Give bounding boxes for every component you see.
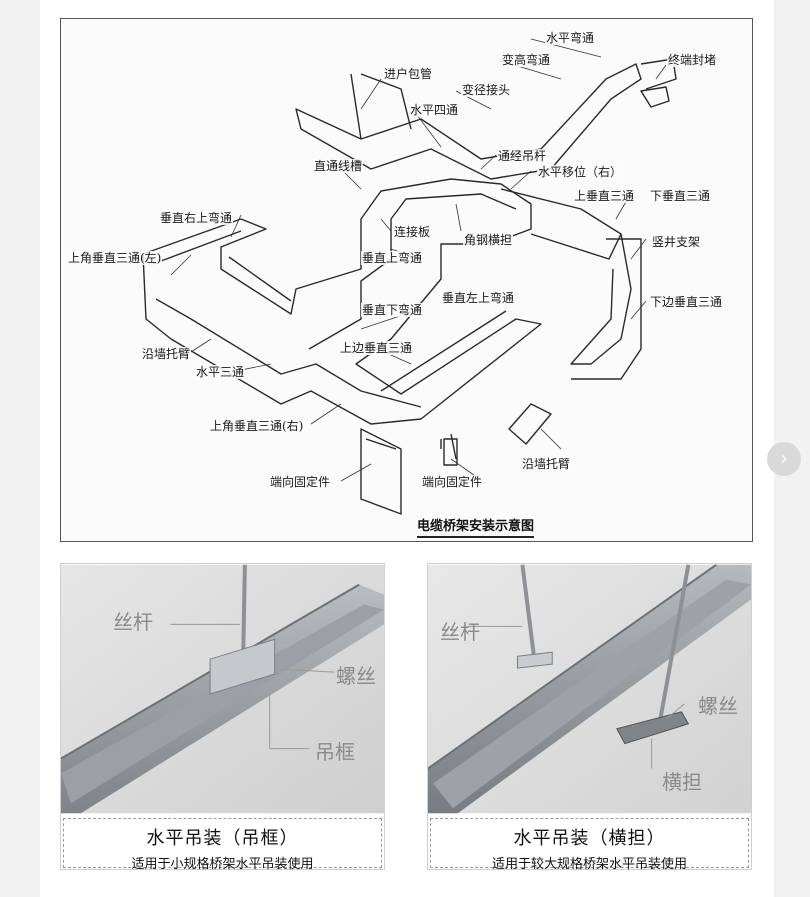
label-wall-bracket-2: 沿墙托臂 <box>521 457 572 471</box>
hanging-frame-illustration <box>61 564 384 814</box>
chevron-right-icon: › <box>780 446 788 470</box>
label-hanging-rod: 通经吊杆 <box>497 149 548 163</box>
label-horizontal-tee: 水平三通 <box>195 365 246 379</box>
label-vertical-right-up-elbow: 垂直右上弯通 <box>159 211 234 225</box>
label-lower-vertical-tee: 下垂直三通 <box>649 189 712 203</box>
photo-title: 水平吊装（横担） <box>513 828 666 849</box>
label-reducer: 变径接头 <box>461 83 512 97</box>
label-lower-side-vertical-tee: 下边垂直三通 <box>649 295 724 309</box>
cross-bar-illustration <box>428 564 751 814</box>
label-vertical-down-elbow: 垂直下弯通 <box>361 303 424 317</box>
label-horizontal-elbow: 水平弯通 <box>545 31 596 45</box>
photo-cross-bar: 丝杆 螺丝 横担 水平吊装（横担） 适用于较大规格桥架水平吊装使用 <box>427 563 752 872</box>
photo-subtitle: 适用于较大规格桥架水平吊装使用 <box>491 857 687 872</box>
photo-hanging-frame: 丝杆 螺丝 吊框 水平吊装（吊框） 适用于小规格桥架水平吊装使用 <box>60 563 385 872</box>
label-horizontal-cross: 水平四通 <box>409 103 460 117</box>
cable-tray-installation-diagram: 水平弯通 变高弯通 终端封堵 进户包管 变径接头 水平四通 通经吊杆 水平移位（… <box>60 18 753 542</box>
caption-box: 水平吊装（横担） 适用于较大规格桥架水平吊装使用 <box>430 818 749 872</box>
label-end-fixing-2: 端向固定件 <box>421 475 484 489</box>
caption-box: 水平吊装（吊框） 适用于小规格桥架水平吊装使用 <box>63 818 382 872</box>
label-threaded-rod: 丝杆 <box>113 610 153 634</box>
label-upper-corner-tee-right: 上角垂直三通(右) <box>209 419 305 433</box>
label-screw: 螺丝 <box>698 694 738 718</box>
label-connector-plate: 连接板 <box>393 225 432 239</box>
label-wall-bracket-1: 沿墙托臂 <box>141 347 192 361</box>
next-arrow-button[interactable]: › <box>767 442 801 476</box>
label-threaded-rod: 丝杆 <box>440 620 480 644</box>
diagram-caption: 电缆桥架安装示意图 <box>417 515 535 538</box>
photo-title: 水平吊装（吊框） <box>146 828 299 849</box>
label-upper-vertical-tee: 上垂直三通 <box>573 189 636 203</box>
label-hanging-frame: 吊框 <box>315 740 355 764</box>
label-vertical-left-up-elbow: 垂直左上弯通 <box>441 291 516 305</box>
label-entry-sleeve: 进户包管 <box>383 67 434 81</box>
label-cross-bar: 横担 <box>662 770 702 794</box>
label-angle-steel-bar: 角钢横担 <box>463 233 514 247</box>
tray-line-drawing <box>142 38 677 515</box>
label-horizontal-offset: 水平移位（右） <box>537 165 624 179</box>
photo-subtitle: 适用于小规格桥架水平吊装使用 <box>131 857 314 872</box>
label-shaft-bracket: 竖井支架 <box>651 235 702 249</box>
label-end-fixing-1: 端向固定件 <box>269 475 332 489</box>
label-upper-side-vertical-tee: 上边垂直三通 <box>339 341 414 355</box>
label-upper-corner-tee-left: 上角垂直三通(左) <box>67 251 163 265</box>
label-straight-trunking: 直通线槽 <box>313 159 364 173</box>
label-end-cap: 终端封堵 <box>667 53 718 67</box>
label-screw: 螺丝 <box>336 664 376 688</box>
label-vertical-up-elbow: 垂直上弯通 <box>361 251 424 265</box>
label-height-change-elbow: 变高弯通 <box>501 53 552 67</box>
